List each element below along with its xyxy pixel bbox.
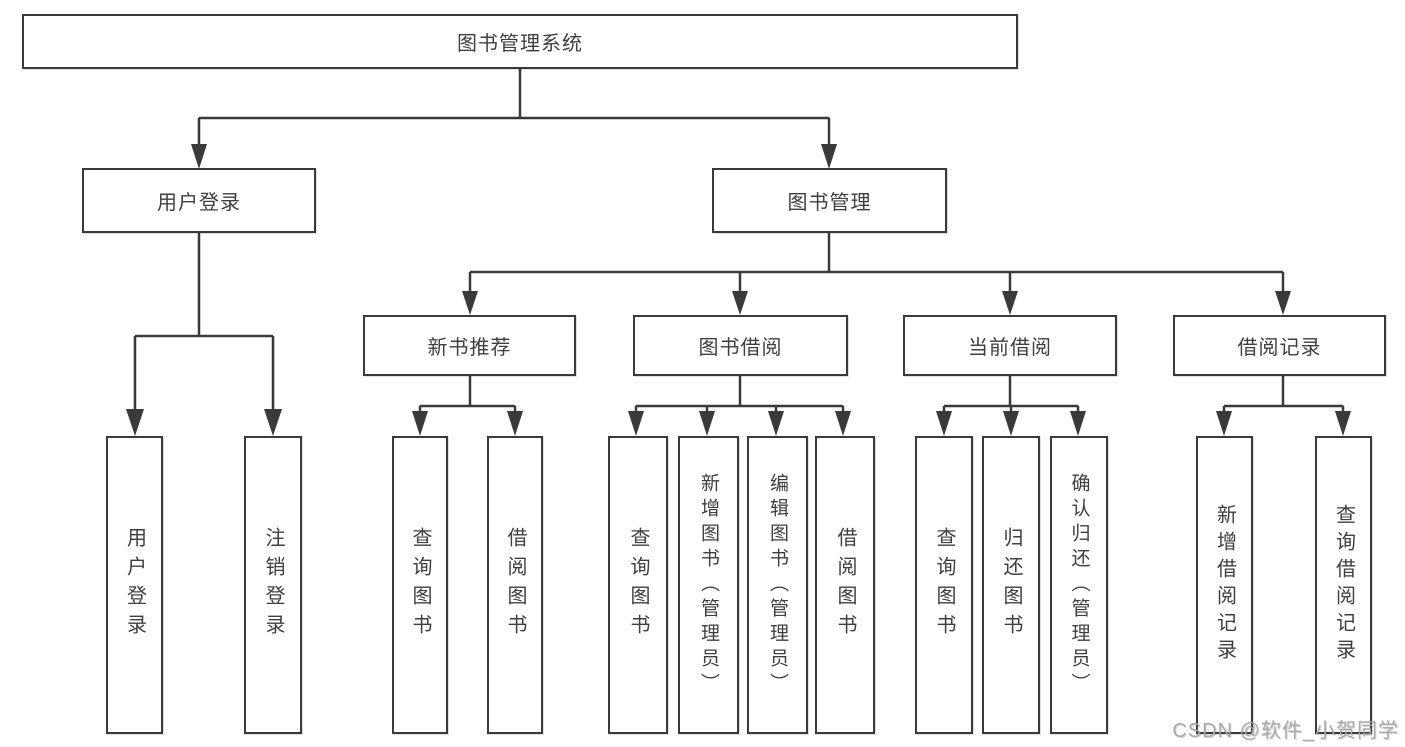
node-label: 查询图书 [409, 527, 431, 643]
node-label: 查询图书 [933, 527, 955, 643]
arrow-down-icon [462, 291, 478, 315]
node-label: 用户登录 [157, 192, 241, 214]
node-label: 图书管理系统 [457, 33, 583, 55]
arrow-down-icon [1216, 411, 1232, 436]
node-label: 归还图书 [1000, 527, 1022, 643]
arrow-down-icon [412, 411, 428, 436]
arrow-down-icon [821, 144, 837, 169]
node-label: 新增图书（管理员） [698, 472, 719, 698]
arrow-down-icon [768, 411, 784, 436]
arrow-down-icon [264, 409, 282, 436]
leaf-cb-return-books: 归还图书 [982, 436, 1040, 734]
node-label: 确认归还（管理员） [1068, 472, 1090, 698]
node-new-book-recommendation: 新书推荐 [363, 315, 576, 376]
leaf-nbr-borrow-books: 借阅图书 [487, 436, 543, 734]
node-root-library-system: 图书管理系统 [22, 14, 1018, 69]
node-label: 新书推荐 [427, 337, 512, 359]
leaf-bb-borrow-books: 借阅图书 [815, 436, 875, 734]
arrow-down-icon [126, 409, 144, 436]
arrow-down-icon [732, 291, 748, 315]
leaf-cb-confirm-return-admin: 确认归还（管理员） [1050, 436, 1108, 734]
node-label: 借阅图书 [504, 527, 526, 643]
arrow-down-icon [628, 411, 644, 436]
node-label: 当前借阅 [968, 337, 1052, 359]
node-label: 图书管理 [787, 192, 872, 214]
arrow-down-icon [1003, 411, 1019, 436]
node-label: 借阅记录 [1237, 337, 1322, 359]
node-label: 编辑图书（管理员） [767, 472, 788, 698]
node-label: 注销登录 [262, 527, 284, 643]
leaf-logout: 注销登录 [244, 436, 302, 734]
node-label: 查询借阅记录 [1332, 504, 1355, 666]
arrow-down-icon [699, 411, 715, 436]
node-label: 图书借阅 [698, 337, 783, 359]
leaf-br-query-record: 查询借阅记录 [1315, 436, 1372, 734]
node-label: 查询图书 [627, 527, 649, 643]
arrow-down-icon [1335, 411, 1351, 436]
node-user-login: 用户登录 [82, 168, 316, 233]
node-current-borrowing: 当前借阅 [903, 315, 1117, 376]
node-book-borrowing: 图书借阅 [633, 315, 848, 376]
arrow-down-icon [191, 144, 207, 169]
arrow-down-icon [507, 411, 523, 436]
node-label: 用户登录 [123, 527, 146, 643]
leaf-bb-query-books: 查询图书 [608, 436, 668, 734]
node-book-management: 图书管理 [712, 168, 947, 233]
node-label: 新增借阅记录 [1213, 504, 1236, 666]
leaf-cb-query-books: 查询图书 [915, 436, 973, 734]
arrow-down-icon [1002, 291, 1018, 315]
arrow-down-icon [1070, 411, 1086, 436]
node-borrowing-records: 借阅记录 [1173, 315, 1386, 376]
csdn-watermark: CSDN @软件_小贺同学 [1172, 720, 1399, 742]
leaf-bb-add-books-admin: 新增图书（管理员） [678, 436, 739, 734]
arrow-down-icon [835, 411, 851, 436]
leaf-user-login: 用户登录 [106, 436, 163, 734]
leaf-bb-edit-books-admin: 编辑图书（管理员） [747, 436, 808, 734]
arrow-down-icon [936, 411, 952, 436]
arrow-down-icon [1275, 291, 1291, 315]
leaf-br-add-record: 新增借阅记录 [1196, 436, 1253, 734]
leaf-nbr-query-books: 查询图书 [392, 436, 448, 734]
node-label: 借阅图书 [834, 527, 856, 643]
